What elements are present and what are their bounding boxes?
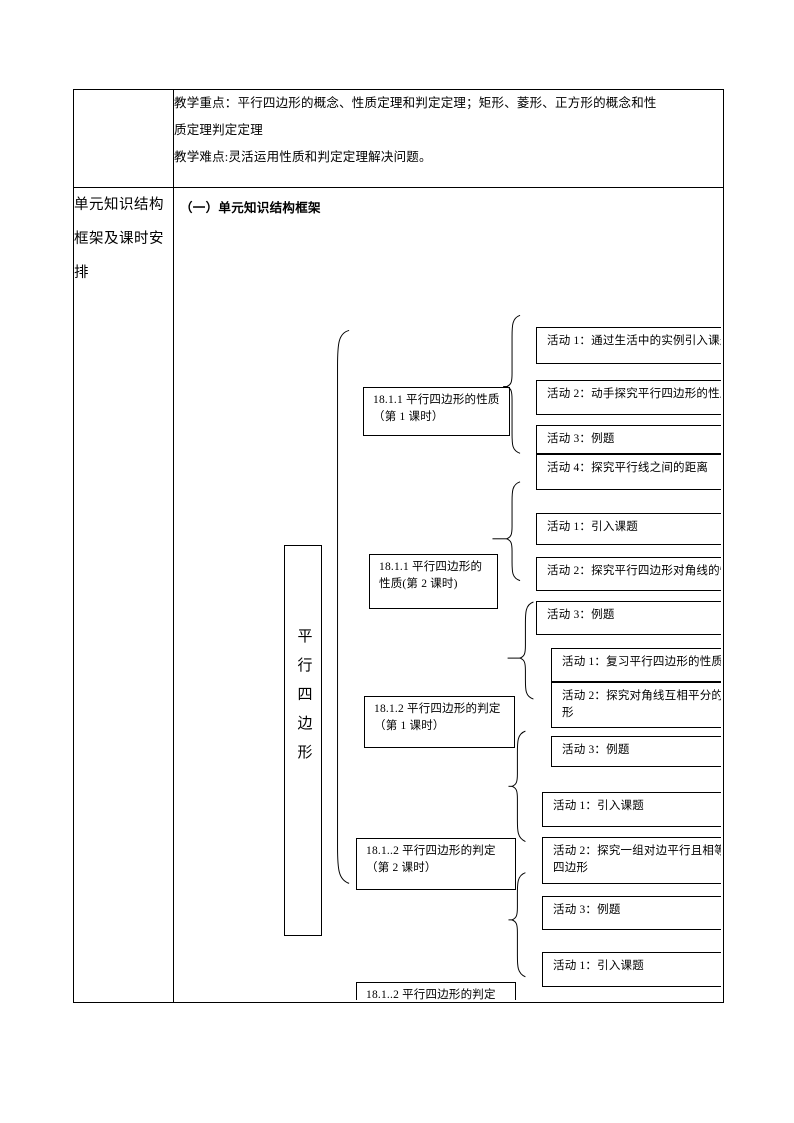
structure-diagram-cell: （一）单元知识结构框架 平行四边形 18.1.1 平行四边形的性质（第 1 课时… [173, 187, 724, 1003]
activity-node-4-1: 活动 1：引入课题 [542, 792, 721, 827]
activity-node-1-3: 活动 3：例题 [536, 425, 721, 454]
activity-node-1-1-label: 活动 1：通过生活中的实例引入课题 [547, 335, 721, 347]
focus-line-2: 质定理判定定理 [174, 123, 263, 137]
unit-node-4-label: 18.1..2 平行四边形的判定（第 2 课时） [366, 845, 496, 874]
root-node-label: 平行四边形 [295, 628, 312, 773]
unit-plan-table: 教学重点：平行四边形的概念、性质定理和判定定理；矩形、菱形、正方形的概念和性 质… [73, 89, 724, 1003]
table-row-teaching-focus: 教学重点：平行四边形的概念、性质定理和判定定理；矩形、菱形、正方形的概念和性 质… [73, 89, 724, 188]
unit-node-5: 18.1..2 平行四边形的判定（第 3 课时） [356, 982, 516, 1000]
activity-node-2-2: 活动 2：探究平行四边形对角线的性质 [536, 557, 721, 591]
activity-node-2-1-label: 活动 1：引入课题 [547, 521, 638, 533]
unit-node-1-label: 18.1.1 平行四边形的性质（第 1 课时） [373, 394, 500, 423]
activity-node-2-3-label: 活动 3：例题 [547, 609, 615, 621]
unit-node-5-label: 18.1..2 平行四边形的判定（第 3 课时） [366, 989, 496, 1000]
focus-line-3: 教学难点:灵活运用性质和判定定理解决问题。 [174, 150, 432, 164]
focus-content-cell: 教学重点：平行四边形的概念、性质定理和判定定理；矩形、菱形、正方形的概念和性 质… [173, 89, 724, 188]
structure-label-cell: 单元知识结构框架及课时安排 [73, 187, 174, 1003]
activity-node-1-4: 活动 4：探究平行线之间的距离 [536, 454, 721, 490]
unit-node-4: 18.1..2 平行四边形的判定（第 2 课时） [356, 838, 516, 890]
table-row-structure: 单元知识结构框架及课时安排 （一）单元知识结构框架 平行四边形 18.1.1 平… [73, 187, 724, 1003]
root-node-parallelogram: 平行四边形 [284, 545, 322, 936]
activity-node-2-3: 活动 3：例题 [536, 601, 721, 635]
activity-node-1-3-label: 活动 3：例题 [547, 433, 615, 445]
root-brace [337, 329, 350, 884]
activity-node-1-2: 活动 2：动手探究平行四边形的性质 [536, 380, 721, 415]
activity-node-1-1: 活动 1：通过生活中的实例引入课题 [536, 327, 721, 364]
activity-node-4-2-label: 活动 2：探究一组对边平行且相等的四边形是平行四边形 [553, 845, 721, 874]
activity-node-4-1-label: 活动 1：引入课题 [553, 800, 644, 812]
activity-node-3-3-label: 活动 3：例题 [562, 744, 630, 756]
knowledge-structure-diagram: （一）单元知识结构框架 平行四边形 18.1.1 平行四边形的性质（第 1 课时… [174, 188, 721, 1000]
focus-label-cell [73, 89, 174, 188]
activity-node-3-1-label: 活动 1：复习平行四边形的性质引入课题 [562, 656, 721, 668]
unit-node-2-label: 18.1.1 平行四边形的性质(第 2 课时) [379, 561, 483, 590]
activity-node-4-3: 活动 3：例题 [542, 896, 721, 930]
activity-node-3-1: 活动 1：复习平行四边形的性质引入课题 [551, 648, 721, 682]
brace-group-3 [518, 601, 534, 700]
activity-node-1-4-label: 活动 4：探究平行线之间的距离 [547, 462, 709, 474]
activity-node-3-2-label: 活动 2：探究对角线互相平分的四边形是平行四边形 [562, 690, 721, 719]
unit-node-3: 18.1.2 平行四边形的判定（第 1 课时） [364, 696, 515, 748]
activity-node-5-1: 活动 1：引入课题 [542, 952, 721, 987]
focus-line-1: 教学重点：平行四边形的概念、性质定理和判定定理；矩形、菱形、正方形的概念和性 [174, 96, 657, 110]
activity-node-5-1-label: 活动 1：引入课题 [553, 960, 644, 972]
structure-label-text: 单元知识结构框架及课时安排 [74, 197, 164, 281]
section-heading: （一）单元知识结构框架 [180, 201, 321, 215]
unit-node-3-label: 18.1.2 平行四边形的判定（第 1 课时） [374, 703, 501, 732]
activity-node-2-1: 活动 1：引入课题 [536, 513, 721, 545]
unit-node-1: 18.1.1 平行四边形的性质（第 1 课时） [363, 387, 510, 436]
activity-node-2-2-label: 活动 2：探究平行四边形对角线的性质 [547, 565, 721, 577]
activity-node-3-2: 活动 2：探究对角线互相平分的四边形是平行四边形 [551, 682, 721, 728]
activity-node-1-2-label: 活动 2：动手探究平行四边形的性质 [547, 388, 721, 400]
activity-node-3-3: 活动 3：例题 [551, 736, 721, 767]
activity-node-4-2: 活动 2：探究一组对边平行且相等的四边形是平行四边形 [542, 837, 721, 884]
activity-node-4-3-label: 活动 3：例题 [553, 904, 621, 916]
brace-group-2 [505, 481, 521, 582]
unit-node-2: 18.1.1 平行四边形的性质(第 2 课时) [369, 554, 498, 609]
